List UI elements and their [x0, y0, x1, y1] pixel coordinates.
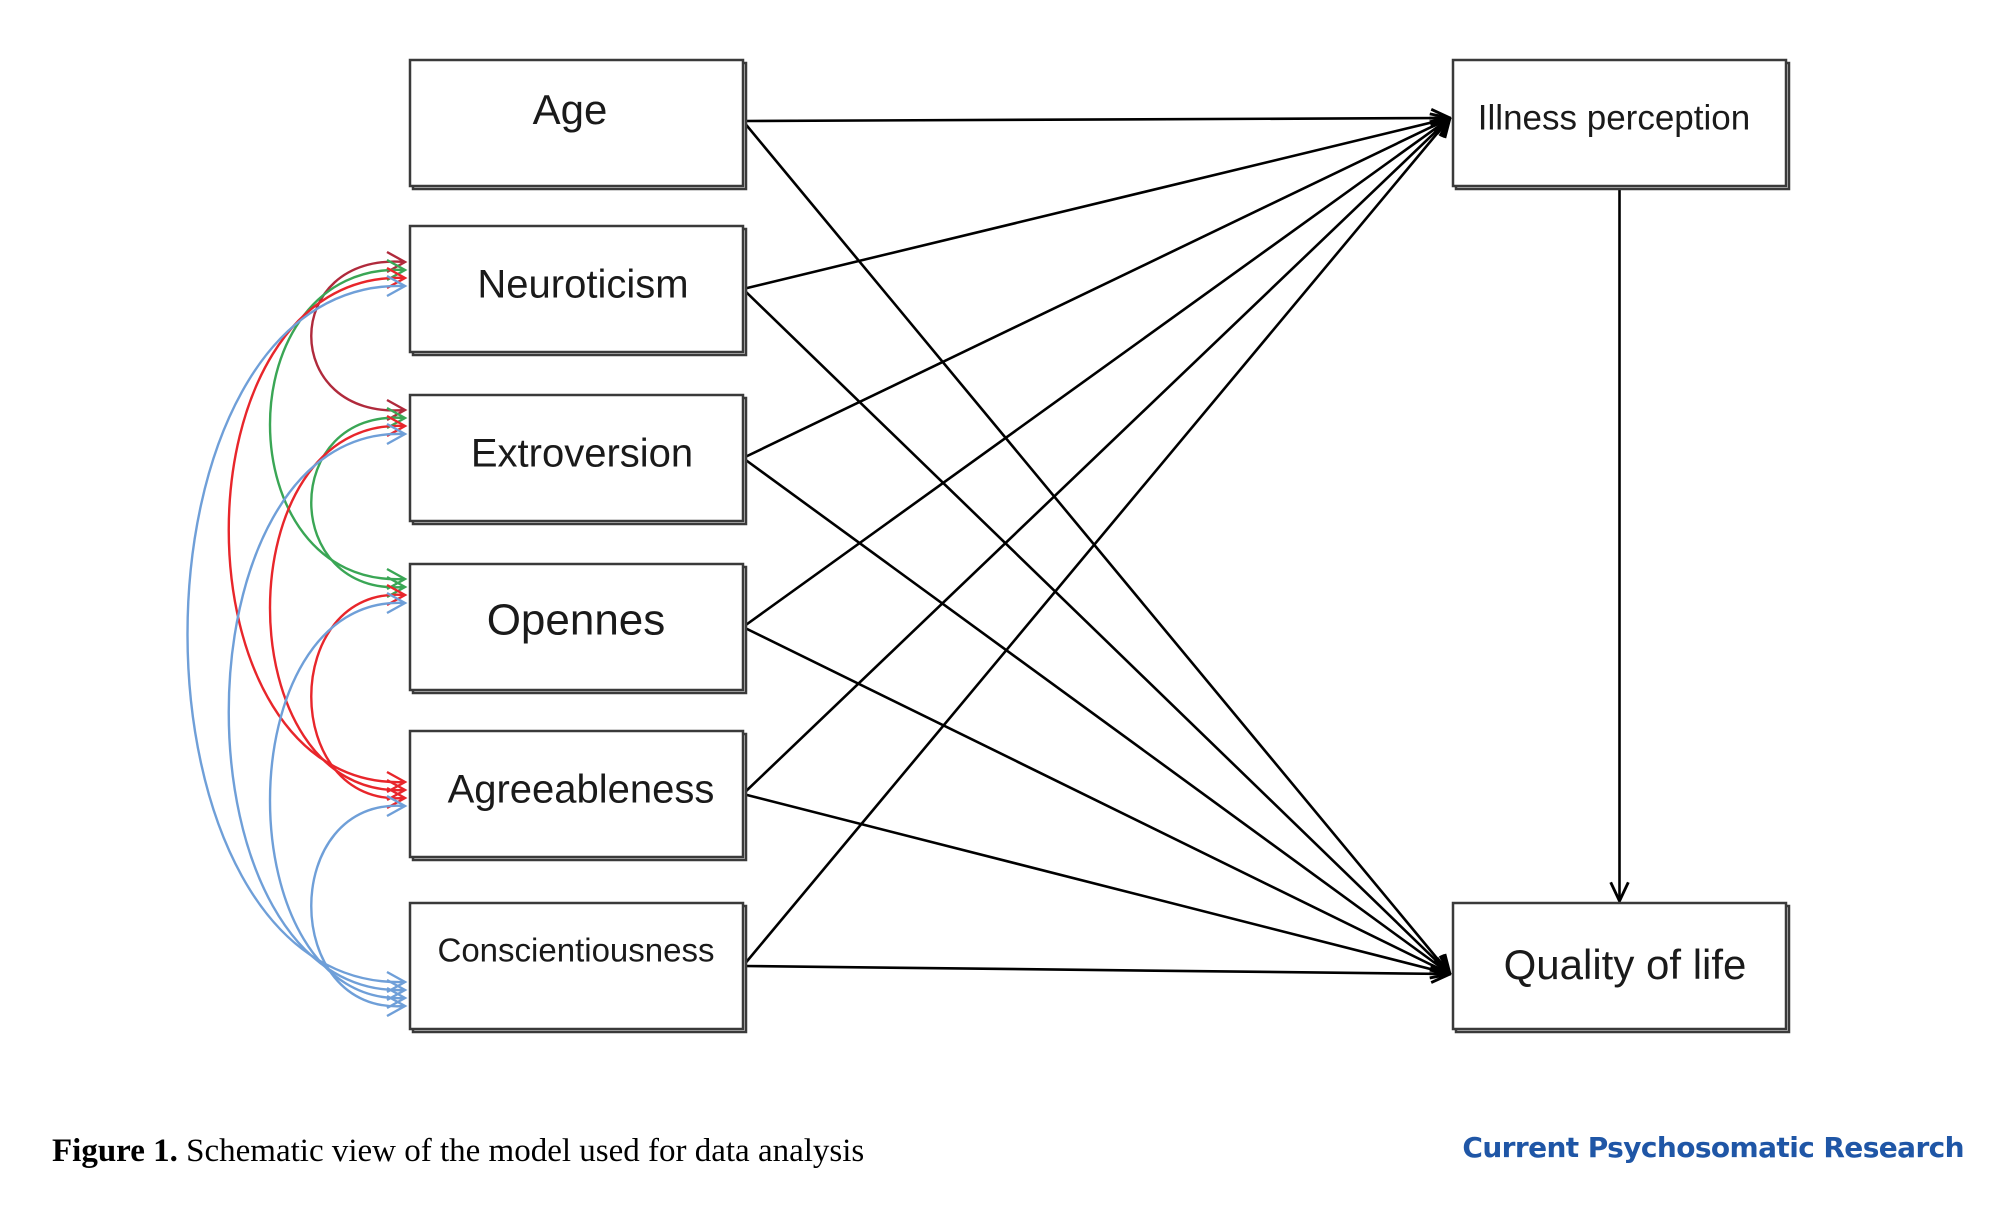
- node-qol-label: Quality of life: [1504, 941, 1747, 988]
- covariance-extroversion-opennes: [310, 406, 408, 599]
- node-qol-box: [1451, 901, 1788, 1031]
- node-age-box: [408, 58, 745, 188]
- edges-layer: [741, 118, 1620, 974]
- node-extroversion: Extroversion: [408, 393, 748, 526]
- node-extroversion-label: Extroversion: [471, 432, 693, 476]
- node-conscientiousness-box: [408, 901, 745, 1031]
- covariance-opennes-conscientiousness: [268, 591, 408, 1010]
- covariance-arrowhead: [386, 778, 408, 802]
- figure-caption-text: Schematic view of the model used for dat…: [177, 1133, 865, 1169]
- covariance-curve: [227, 432, 406, 992]
- covariance-neuroticism-agreeableness: [227, 266, 408, 794]
- figure-caption-label: Figure 1.: [52, 1133, 178, 1169]
- journal-name: Current Psychosomatic Research: [1462, 1131, 1964, 1164]
- covariance-curve: [268, 601, 406, 1000]
- edge-agreeableness-to-qol: [742, 792, 1450, 974]
- covariance-arrowhead: [386, 794, 408, 818]
- covariance-curve: [268, 268, 406, 581]
- covariance-curve: [186, 284, 406, 984]
- node-illness-box: [1451, 58, 1788, 188]
- node-neuroticism-box: [408, 224, 745, 354]
- covariance-arrowhead: [386, 414, 408, 438]
- node-age: Age: [408, 58, 748, 191]
- node-conscientiousness: Conscientiousness: [408, 901, 748, 1034]
- covariance-arrowhead: [386, 258, 408, 282]
- covariance-curve: [310, 260, 406, 412]
- edge-age-to-qol: [741, 120, 1450, 974]
- edge-agreeableness-to-illness: [742, 118, 1450, 795]
- node-opennes-box: [408, 562, 745, 692]
- node-neuroticism: Neuroticism: [408, 224, 748, 357]
- edge-opennes-to-illness: [742, 118, 1450, 629]
- node-agreeableness: Agreeableness: [408, 729, 748, 862]
- covariance-arrowhead: [386, 422, 408, 446]
- covariance-arrowhead: [386, 406, 408, 430]
- covariance-arrowhead: [386, 978, 408, 1002]
- node-agreeableness-box: [408, 729, 745, 859]
- node-agreeableness-label: Agreeableness: [448, 768, 715, 812]
- covariance-curve: [268, 424, 406, 792]
- node-extroversion-box: [408, 393, 745, 523]
- covariance-neuroticism-opennes: [268, 258, 408, 591]
- covariance-neuroticism-conscientiousness: [186, 274, 408, 994]
- covariance-curve: [310, 804, 406, 1008]
- covariance-arrowhead: [386, 591, 408, 615]
- node-neuroticism-label: Neuroticism: [477, 263, 688, 307]
- node-opennes: Opennes: [408, 562, 748, 695]
- edge-extroversion-to-qol: [742, 456, 1450, 974]
- nodes-layer: AgeNeuroticismExtroversionOpennesAgreeab…: [408, 58, 1791, 1034]
- figure-caption: Figure 1. Schematic view of the model us…: [52, 1133, 864, 1170]
- edge-neuroticism-to-illness: [742, 118, 1450, 291]
- covariance-arrowhead: [386, 994, 408, 1018]
- covariance-arrowhead: [386, 266, 408, 290]
- edge-age-to-illness: [742, 118, 1450, 121]
- covariance-curve: [310, 593, 406, 800]
- edge-conscientiousness-to-qol: [742, 966, 1450, 974]
- covariance-arrowhead: [386, 986, 408, 1010]
- edge-opennes-to-qol: [742, 625, 1450, 974]
- edge-conscientiousness-to-illness: [742, 118, 1450, 967]
- covariance-curve: [227, 276, 406, 784]
- edge-extroversion-to-illness: [742, 118, 1450, 460]
- edge-neuroticism-to-qol: [742, 288, 1450, 974]
- covariance-extroversion-agreeableness: [268, 414, 408, 802]
- node-illness-label: Illness perception: [1478, 98, 1750, 137]
- node-opennes-label: Opennes: [487, 596, 666, 645]
- covariance-curve: [310, 416, 406, 589]
- covariance-layer: [186, 250, 408, 1018]
- covariance-arrowhead: [386, 567, 408, 591]
- covariance-arrowhead: [386, 274, 408, 298]
- node-conscientiousness-label: Conscientiousness: [438, 932, 715, 969]
- covariance-agreeableness-conscientiousness: [310, 794, 408, 1018]
- node-qol: Quality of life: [1451, 901, 1791, 1034]
- node-age-label: Age: [533, 86, 608, 133]
- covariance-arrowhead: [386, 770, 408, 794]
- covariance-extroversion-conscientiousness: [227, 422, 408, 1002]
- covariance-arrowhead: [386, 583, 408, 607]
- covariance-arrowhead: [386, 970, 408, 994]
- node-illness: Illness perception: [1451, 58, 1791, 191]
